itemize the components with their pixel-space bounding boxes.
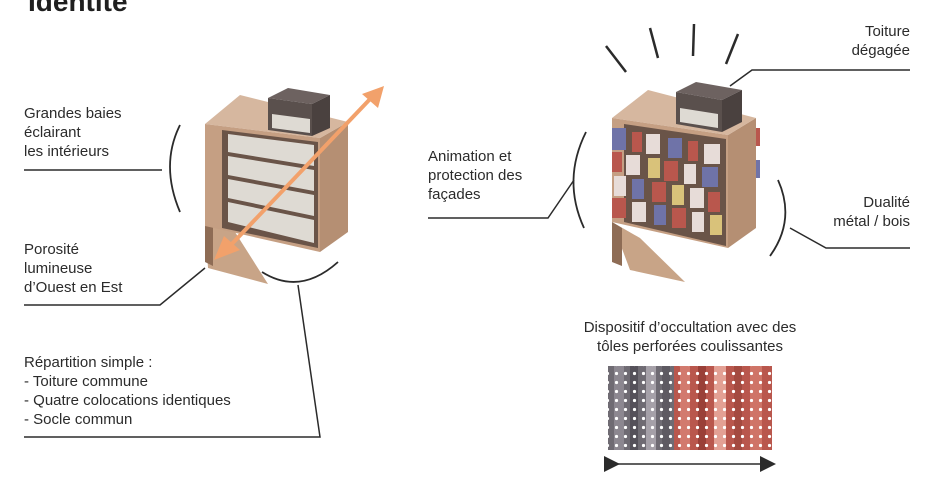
label-line: lumineuse bbox=[24, 260, 93, 277]
label-line: Répartition simple : bbox=[24, 354, 153, 371]
porosity-arrow-head-west bbox=[214, 236, 240, 260]
label-line: - Toiture commune bbox=[24, 373, 148, 390]
label-line: dégagée bbox=[851, 42, 910, 59]
right-facade-panels bbox=[612, 128, 760, 235]
label-porosite: Porosité lumineuse d’Ouest en Est bbox=[24, 240, 122, 297]
sun-ray-2 bbox=[648, 27, 660, 59]
label-line: protection des bbox=[428, 167, 523, 184]
left-roof-top bbox=[268, 88, 330, 104]
left-glass-4 bbox=[228, 202, 314, 243]
label-dualite: Dualité métal / bois bbox=[833, 193, 910, 231]
label-line: - Socle commun bbox=[24, 411, 133, 428]
left-glass-3 bbox=[228, 179, 314, 216]
label-line: métal / bois bbox=[833, 213, 910, 230]
right-roof-glass bbox=[680, 108, 718, 128]
leader-porosite bbox=[24, 267, 206, 306]
label-line: éclairant bbox=[24, 124, 81, 141]
label-line: Animation et bbox=[428, 148, 512, 165]
page-title: Identité bbox=[28, 0, 128, 17]
label-dispositif: Dispositif d’occultation avec des tôles … bbox=[530, 318, 850, 356]
right-roof-side bbox=[722, 90, 742, 132]
leader-toiture bbox=[729, 69, 910, 87]
leader-dualite bbox=[789, 227, 910, 249]
left-roof-side bbox=[312, 95, 330, 136]
label-line: Dispositif d’occultation avec des bbox=[583, 319, 797, 336]
label-grandes-baies: Grandes baies éclairant les intérieurs bbox=[24, 104, 122, 161]
label-repartition: Répartition simple : - Toiture commune -… bbox=[24, 353, 231, 429]
leader-repartition bbox=[24, 284, 321, 438]
left-glass-1 bbox=[228, 134, 314, 166]
left-arc-socle bbox=[261, 261, 339, 283]
left-side-face bbox=[320, 122, 348, 252]
label-line: - Quatre colocations identiques bbox=[24, 392, 231, 409]
right-arc-dualite bbox=[769, 179, 787, 257]
right-socle-shadow bbox=[612, 222, 622, 266]
left-arc-baies bbox=[169, 124, 181, 213]
right-side-face bbox=[728, 118, 756, 248]
label-line: Grandes baies bbox=[24, 105, 122, 122]
sun-ray-1 bbox=[605, 45, 627, 73]
right-building bbox=[572, 23, 787, 282]
label-toiture: Toiture dégagée bbox=[852, 22, 910, 60]
label-line: d’Ouest en Est bbox=[24, 279, 123, 296]
label-line: tôles perforées coulissantes bbox=[597, 338, 783, 355]
label-line: façades bbox=[428, 186, 481, 203]
left-building bbox=[169, 86, 384, 284]
left-roof-glass bbox=[272, 114, 310, 133]
right-roof-top bbox=[676, 82, 742, 100]
label-line: Toiture bbox=[864, 23, 910, 40]
sun-ray-4 bbox=[724, 33, 740, 65]
porosity-arrow-head-east bbox=[362, 86, 384, 108]
left-socle-shadow bbox=[205, 218, 213, 266]
perforated-sheet-sample bbox=[608, 366, 772, 450]
label-animation: Animation et protection des façades bbox=[428, 147, 522, 204]
label-line: les intérieurs bbox=[24, 143, 110, 160]
porosity-arrow-shaft bbox=[226, 95, 374, 250]
right-socle bbox=[612, 222, 685, 282]
right-arc-animation bbox=[572, 131, 587, 229]
label-line: Dualité bbox=[863, 194, 910, 211]
leader-animation bbox=[428, 179, 575, 219]
label-line: Porosité bbox=[24, 241, 80, 258]
sun-ray-3 bbox=[691, 23, 696, 57]
